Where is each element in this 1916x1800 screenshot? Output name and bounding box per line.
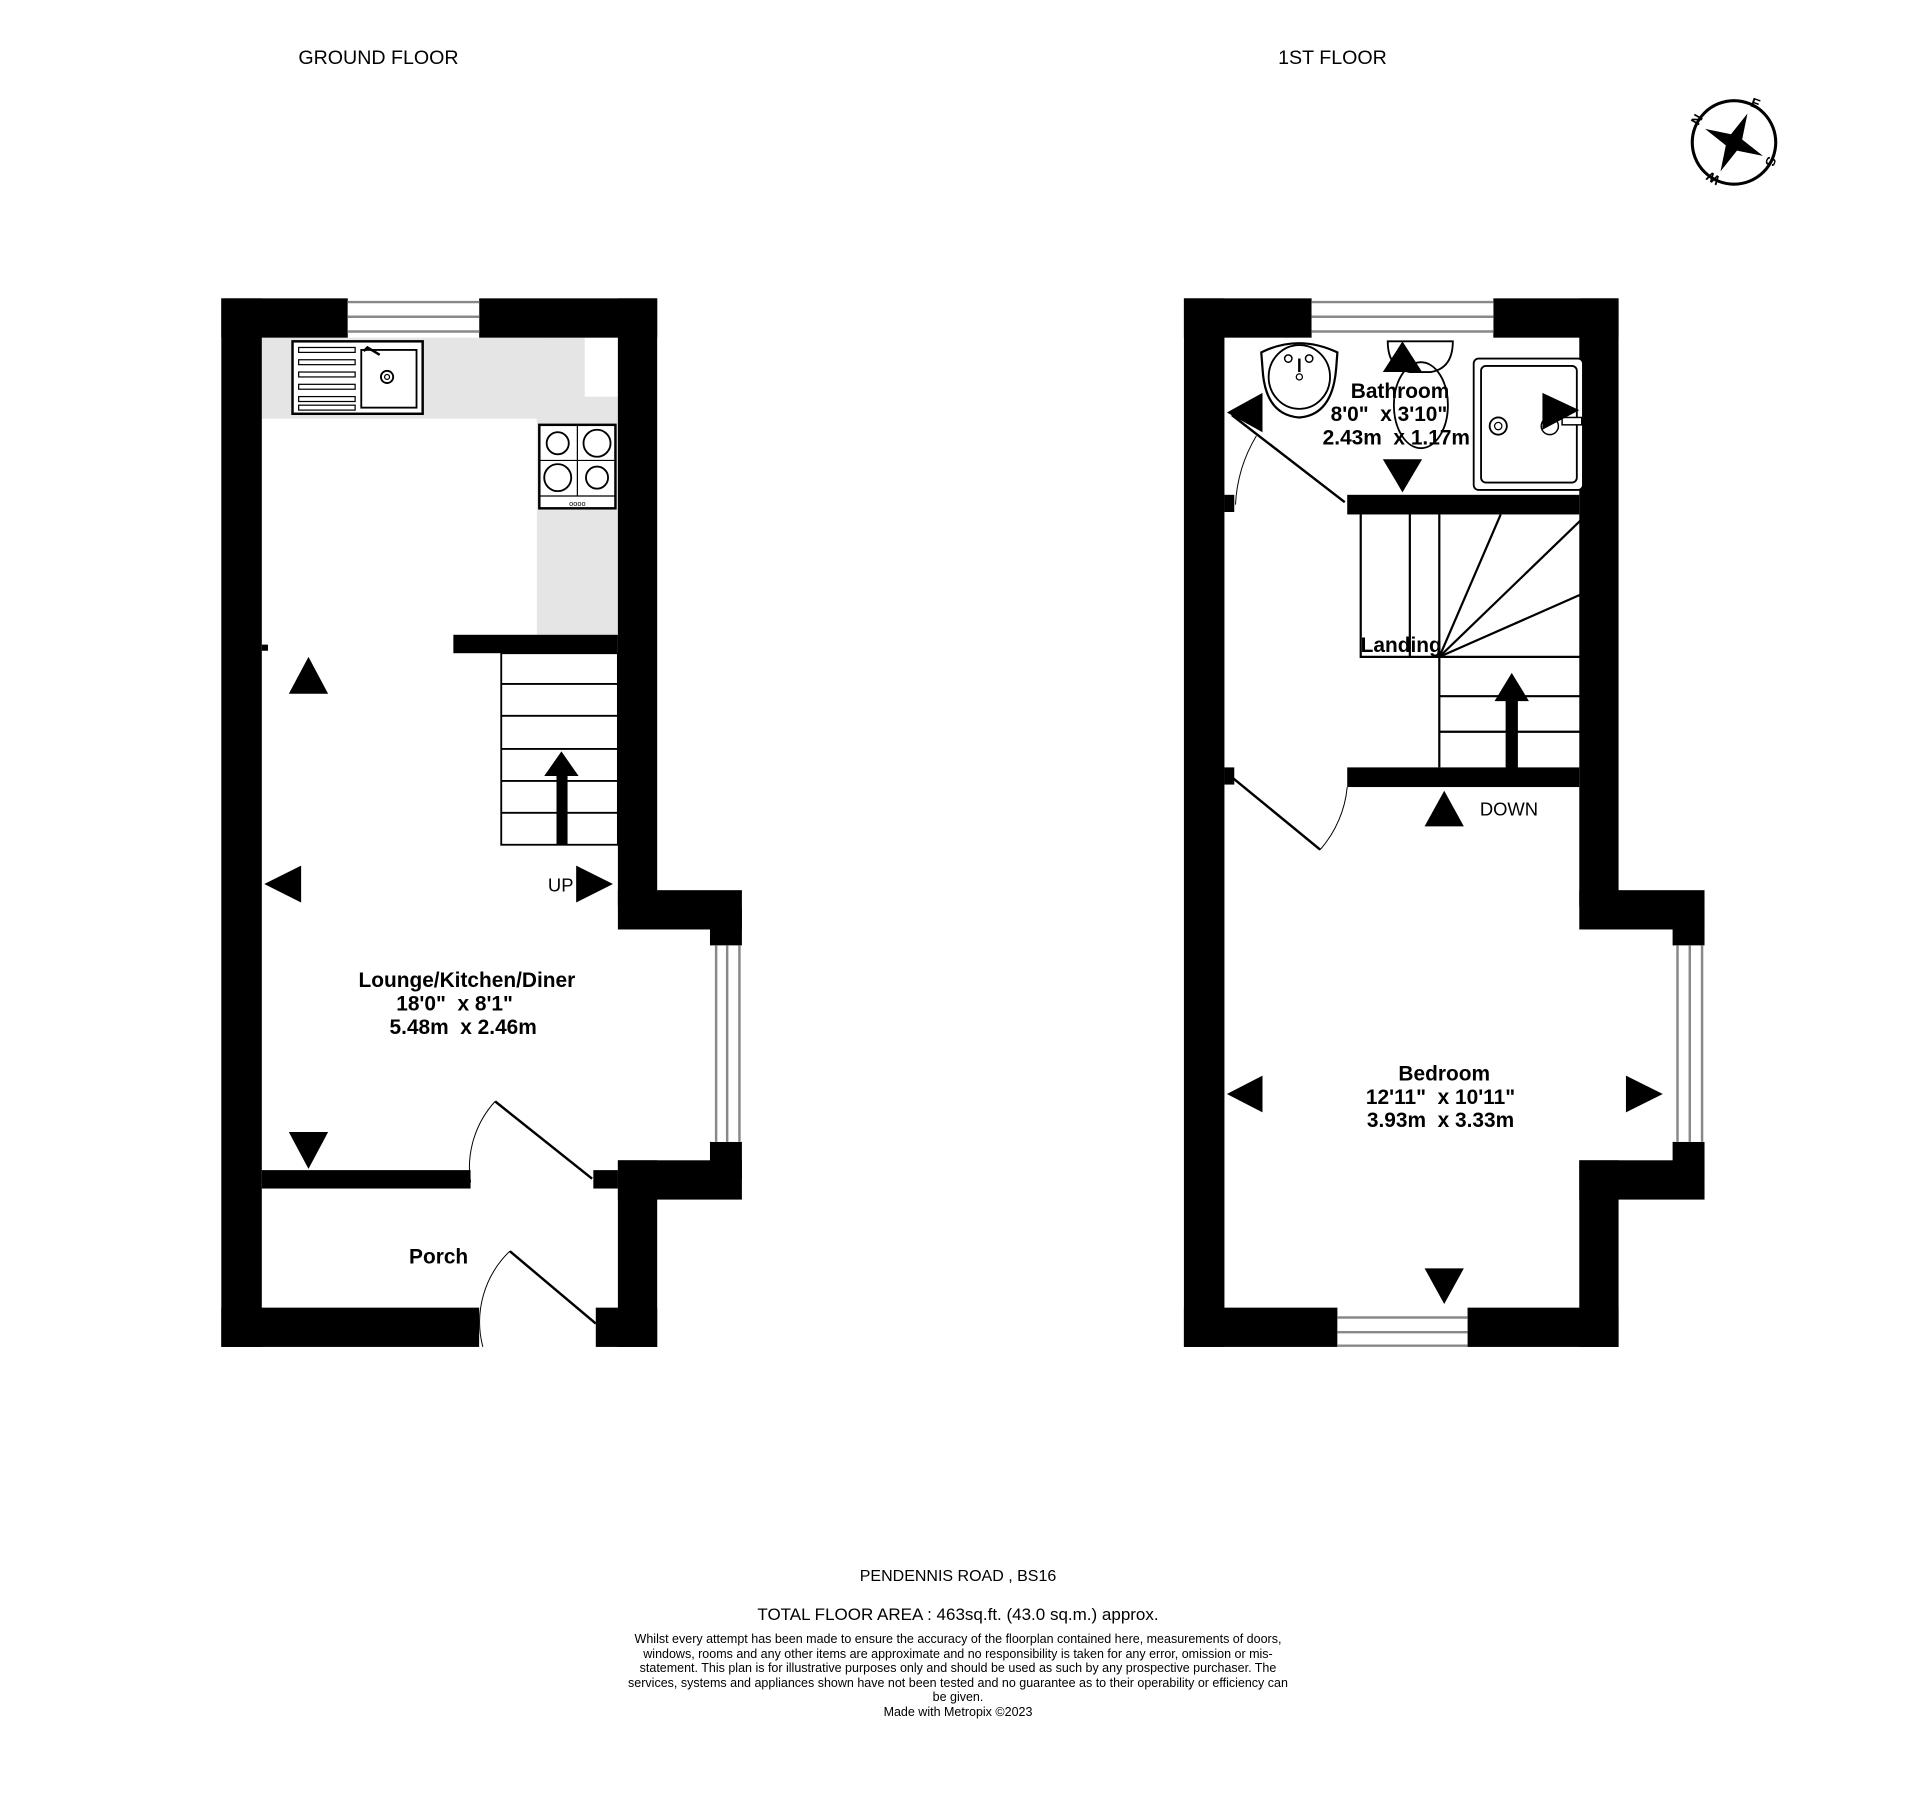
room-dim-metric-bathroom: 2.43m x 1.17m — [1323, 426, 1470, 449]
stair-down-label: DOWN — [1480, 798, 1538, 819]
porch-partition-wall — [261, 1170, 471, 1189]
dimension-arrow-left-icon — [1226, 392, 1263, 433]
wash-basin-icon — [1260, 342, 1339, 419]
shower-tray-icon — [1472, 357, 1584, 491]
wall-bottom-right — [595, 1307, 658, 1347]
wall-bottom-left — [1183, 1307, 1338, 1347]
stair-up-label: UP — [548, 874, 574, 895]
landing-wall — [1347, 767, 1580, 788]
dimension-arrow-right-icon — [576, 865, 613, 903]
kitchen-window — [347, 300, 480, 333]
staircase-first — [1359, 514, 1585, 769]
bedroom-door — [1231, 776, 1348, 851]
staircase-ground — [500, 652, 619, 846]
dimension-arrow-right-icon — [1625, 1075, 1663, 1113]
bathroom-window — [1311, 300, 1494, 333]
lounge-door — [468, 1100, 593, 1183]
kitchen-sink-icon — [291, 340, 424, 416]
bathroom-door — [1231, 414, 1346, 505]
dimension-arrow-down-icon — [1382, 459, 1423, 493]
room-dim-imperial-lounge: 18'0" x 8'1" — [396, 993, 513, 1016]
credit-text: Made with Metropix ©2023 — [883, 1704, 1033, 1719]
room-name-bathroom: Bathroom — [1351, 380, 1450, 403]
dimension-arrow-down-icon — [288, 1132, 329, 1169]
first-floor-plan: DOWN Bathroom 8'0" x 3'10" 2.43m x 1.17m… — [1183, 298, 1705, 1347]
room-dim-metric-bedroom: 3.93m x 3.33m — [1367, 1109, 1514, 1132]
total-floor-area: TOTAL FLOOR AREA : 463sq.ft. (43.0 sq.m.… — [757, 1605, 1159, 1624]
wall-right-upper — [617, 298, 658, 907]
dimension-arrow-left-icon — [264, 865, 302, 903]
property-address: PENDENNIS ROAD , BS16 — [859, 1568, 1057, 1585]
room-name-porch: Porch — [409, 1245, 468, 1268]
room-name-lounge: Lounge/Kitchen/Diner — [359, 969, 576, 992]
dimension-arrow-up-icon — [1424, 790, 1464, 827]
bay-window — [1675, 945, 1705, 1142]
front-door — [479, 1250, 597, 1348]
room-dim-imperial-bathroom: 8'0" x 3'10" — [1331, 403, 1448, 426]
wall-bottom-left — [221, 1307, 480, 1347]
ground-floor-title: GROUND FLOOR — [298, 47, 458, 69]
dimension-arrow-down-icon — [1424, 1268, 1464, 1304]
bathroom-wall — [1347, 494, 1580, 515]
room-dim-imperial-bedroom: 12'11" x 10'11" — [1366, 1086, 1515, 1109]
compass-label-w: W — [1704, 168, 1723, 187]
wall-left — [1183, 298, 1225, 1347]
ground-floor-plan: oooo UP Lounge/Kitchen/Diner — [221, 298, 742, 1348]
hob-icon: oooo — [538, 423, 617, 510]
bedroom-window — [1337, 1316, 1468, 1347]
dimension-arrow-right-icon — [1542, 392, 1580, 430]
disclaimer-block: Whilst every attempt has been made to en… — [620, 1632, 1296, 1719]
compass-rose-icon: N E S W — [1688, 95, 1779, 188]
dimension-arrow-left-icon — [1226, 1075, 1263, 1113]
wall-bottom-right — [1467, 1307, 1619, 1347]
bay-window — [712, 945, 742, 1142]
wall-left — [221, 298, 262, 1347]
room-name-landing: Landing — [1361, 634, 1442, 657]
dimension-arrow-up-icon — [288, 656, 329, 694]
wall-right-upper — [1579, 298, 1619, 907]
room-name-bedroom: Bedroom — [1398, 1062, 1490, 1085]
dimension-arrow-up-icon — [1382, 341, 1423, 373]
svg-text:oooo: oooo — [569, 499, 585, 508]
first-floor-title: 1ST FLOOR — [1278, 47, 1387, 69]
room-dim-metric-lounge: 5.48m x 2.46m — [390, 1016, 537, 1039]
disclaimer-text: Whilst every attempt has been made to en… — [628, 1632, 1288, 1704]
compass-label-s: S — [1762, 155, 1779, 169]
stair-partition-wall — [453, 634, 618, 654]
